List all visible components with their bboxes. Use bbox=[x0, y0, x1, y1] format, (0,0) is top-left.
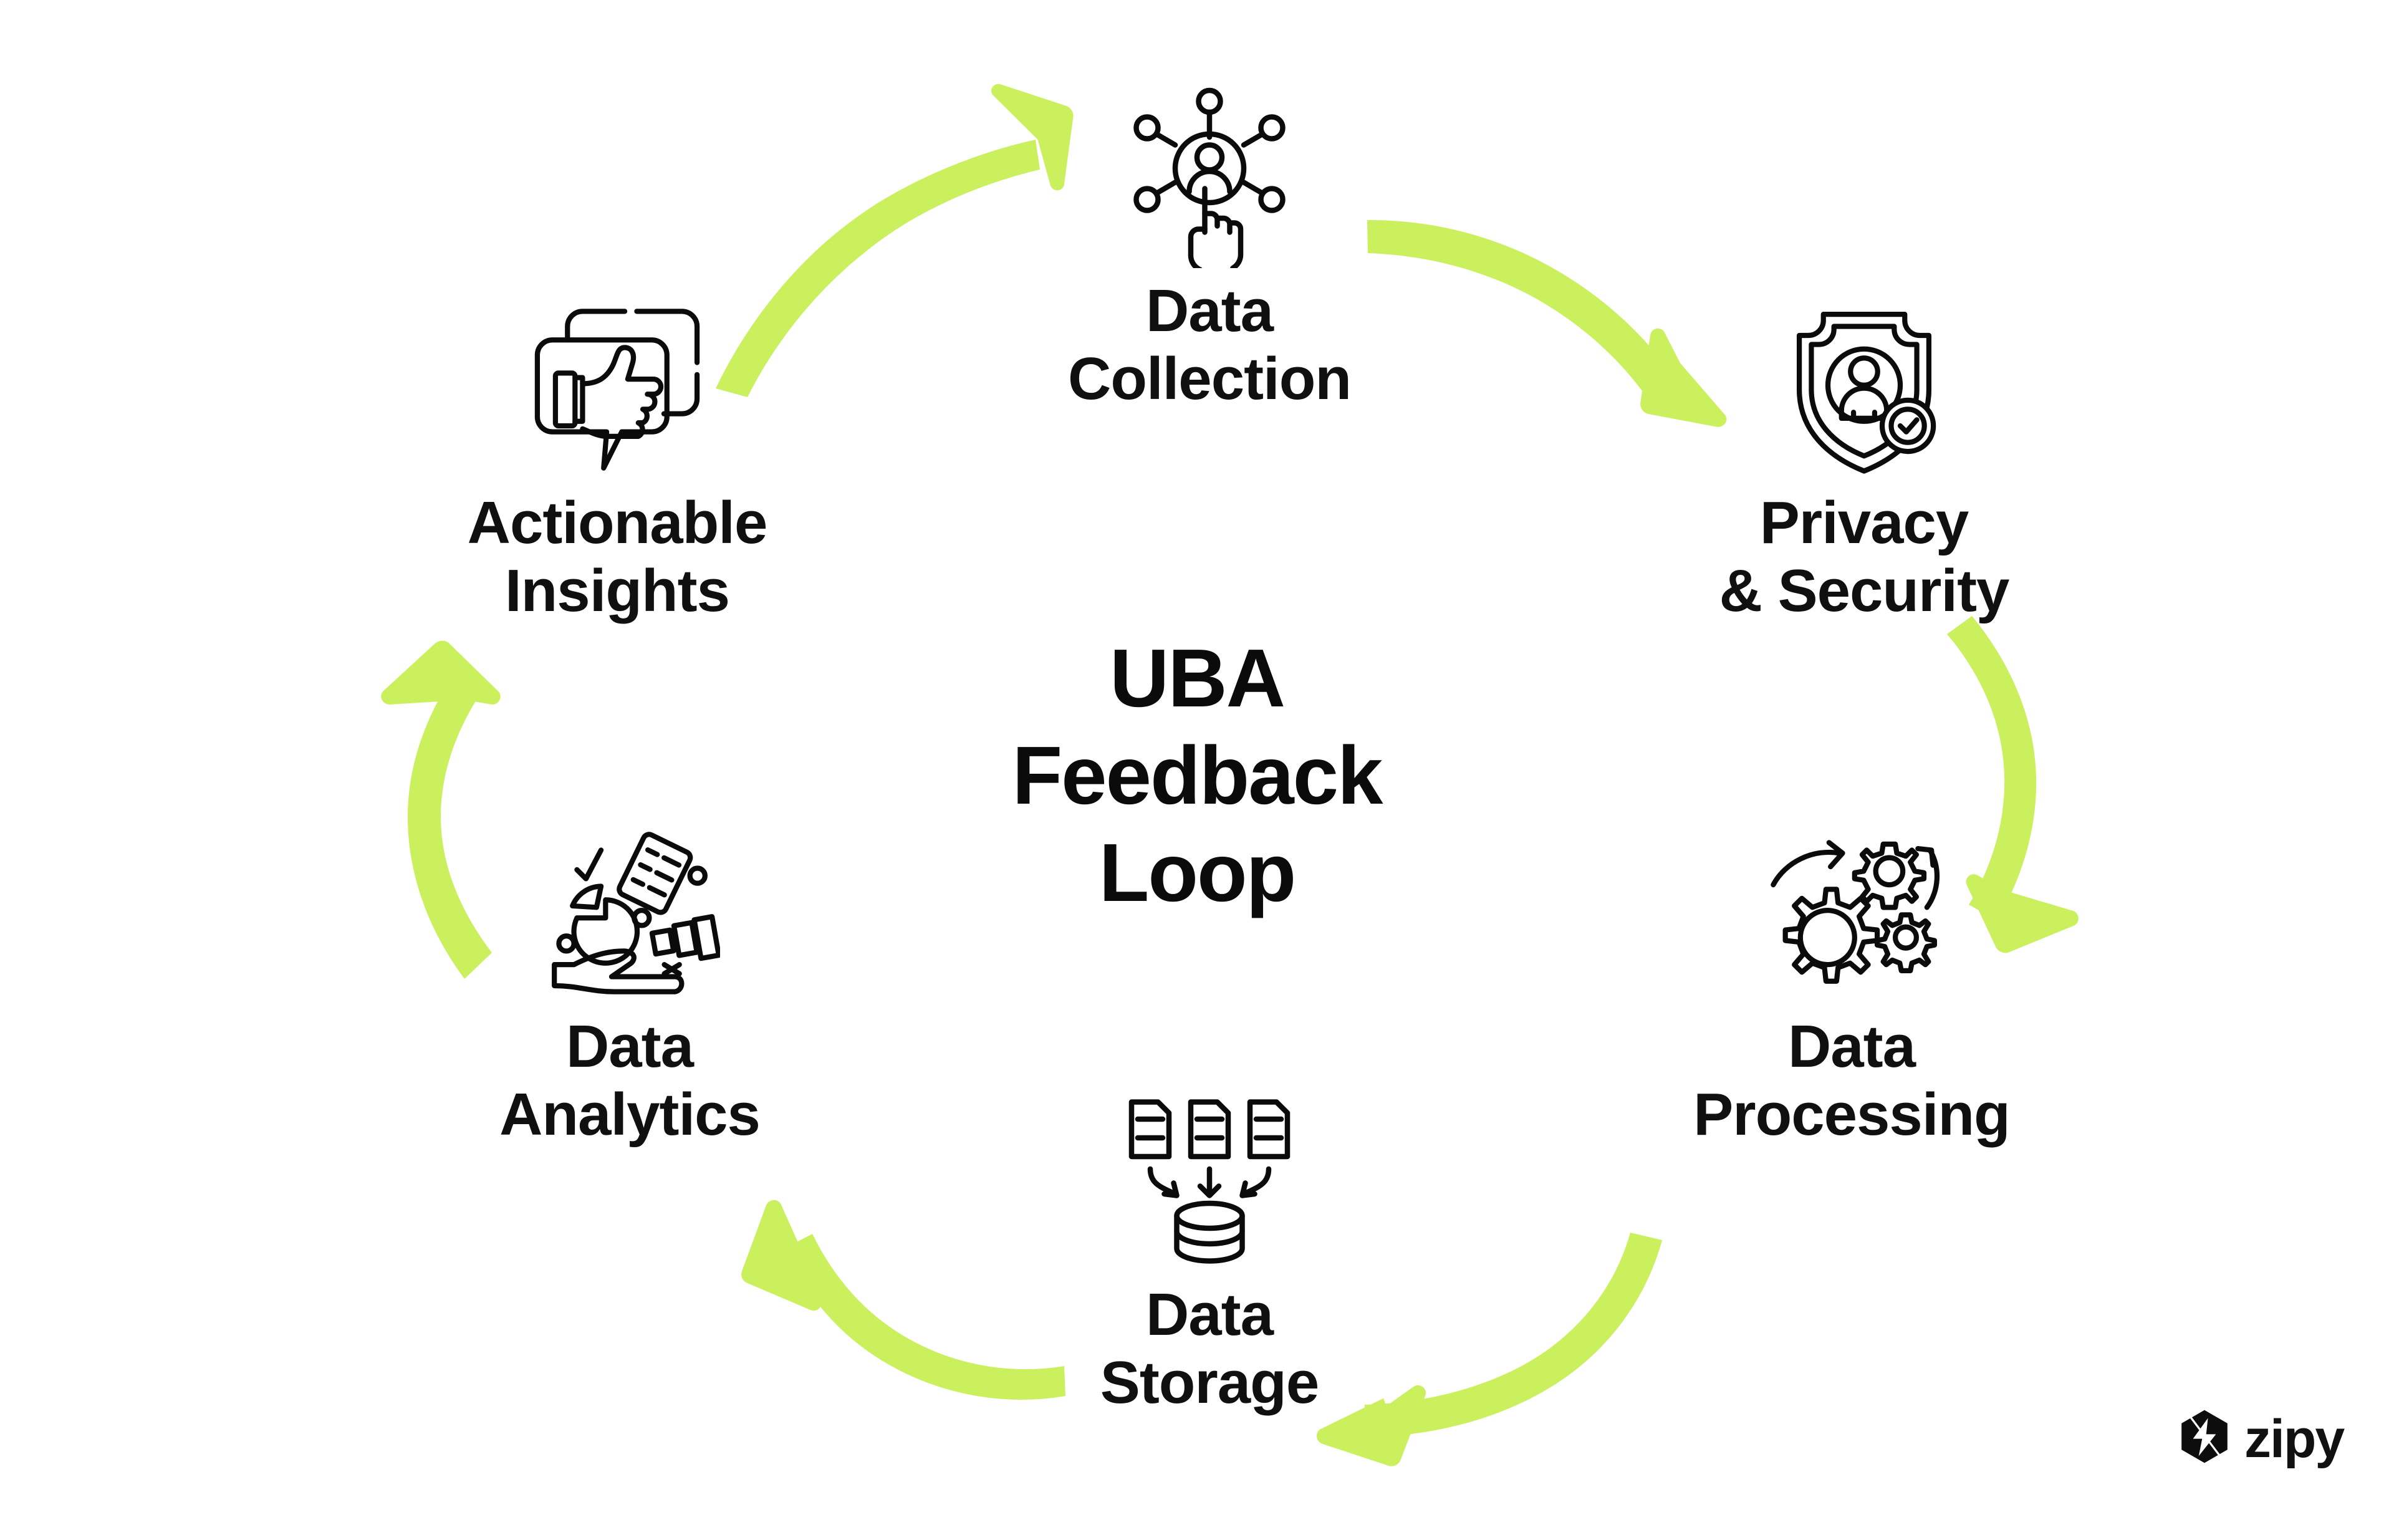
brand-name: zipy bbox=[2244, 1409, 2345, 1469]
brand-logo: zipy bbox=[2176, 1408, 2345, 1469]
node-label: Data Analytics bbox=[499, 1013, 761, 1148]
zipy-bolt-hexagon-icon bbox=[2176, 1408, 2233, 1465]
node-label: Data Processing bbox=[1693, 1013, 2011, 1148]
node-label: Data Storage bbox=[1100, 1281, 1319, 1417]
node-privacy-security[interactable]: Privacy & Security bbox=[1677, 299, 2051, 625]
diagram-title: UBA Feedback Loop bbox=[1012, 632, 1383, 918]
node-label: Data Collection bbox=[1067, 277, 1352, 413]
node-data-storage[interactable]: Data Storage bbox=[1010, 1085, 1409, 1417]
node-label: Privacy & Security bbox=[1719, 489, 2010, 625]
arrow-analytics-to-insights bbox=[381, 640, 501, 979]
node-label: Actionable Insights bbox=[467, 489, 768, 625]
hand-analytics-icon bbox=[539, 823, 720, 1004]
arrow-collection-to-privacy bbox=[1367, 219, 1727, 427]
arrow-insights-to-collection bbox=[716, 84, 1074, 397]
arrow-processing-to-storage bbox=[1317, 1233, 1662, 1466]
shield-user-check-icon bbox=[1774, 299, 1954, 480]
thumbs-up-chat-icon bbox=[527, 299, 708, 480]
gears-rotation-icon bbox=[1761, 823, 1942, 1004]
node-actionable-insights[interactable]: Actionable Insights bbox=[424, 299, 810, 625]
node-data-analytics[interactable]: Data Analytics bbox=[436, 823, 823, 1149]
documents-database-icon bbox=[1116, 1085, 1303, 1272]
arrow-privacy-to-processing bbox=[1947, 616, 2079, 953]
arrow-storage-to-analytics bbox=[741, 1200, 1065, 1400]
user-network-touch-icon bbox=[1116, 81, 1303, 268]
node-data-processing[interactable]: Data Processing bbox=[1658, 823, 2045, 1149]
node-data-collection[interactable]: Data Collection bbox=[1010, 81, 1409, 413]
